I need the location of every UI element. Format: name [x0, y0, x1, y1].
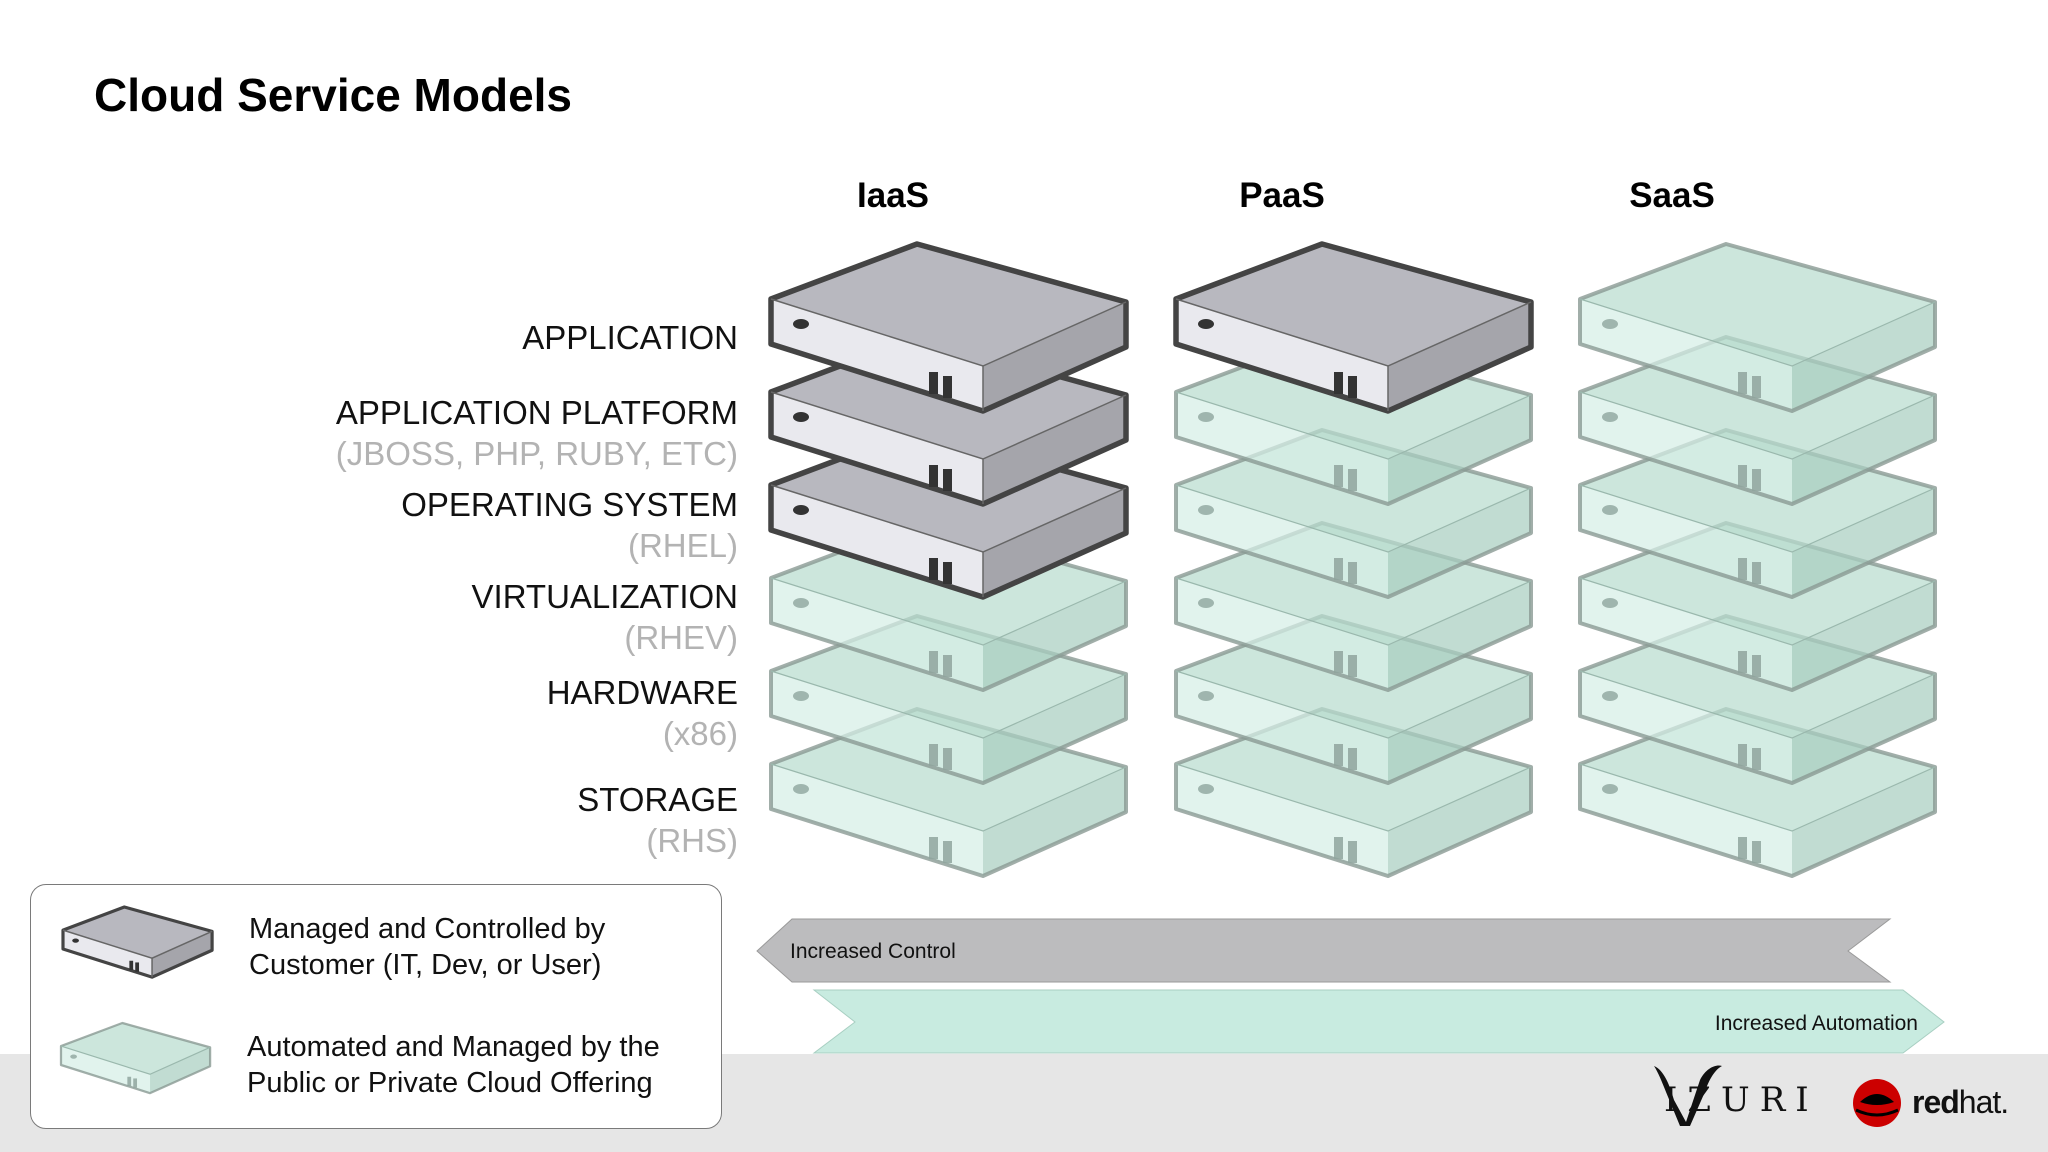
- server-iaas-application: [768, 241, 1129, 414]
- layer-sub-hardware: (x86): [662, 715, 738, 752]
- legend-automated-server: [59, 1021, 212, 1095]
- legend-box: Managed and Controlled by Customer (IT, …: [30, 884, 722, 1129]
- server-saas-application: [1578, 242, 1937, 413]
- legend-managed-text: Managed and Controlled by Customer (IT, …: [249, 913, 606, 981]
- layer-label-operating-system: OPERATING SYSTEM: [401, 486, 738, 523]
- column-header-paas: PaaS: [1239, 176, 1325, 215]
- legend-automated-text: Automated and Managed by the Public or P…: [247, 1031, 660, 1099]
- layer-sub-operating-system: (RHEL): [627, 527, 738, 564]
- layer-label-application-platform: APPLICATION PLATFORM: [335, 394, 738, 431]
- redhat-logo-mark: [1853, 1079, 1901, 1127]
- page-title: Cloud Service Models: [94, 69, 573, 121]
- column-header-iaas: IaaS: [857, 176, 929, 215]
- redhat-logo-bold: red: [1912, 1084, 1960, 1120]
- layer-sub-storage: (RHS): [646, 822, 738, 859]
- layer-label-hardware: HARDWARE: [546, 674, 738, 711]
- legend-icons: [59, 905, 214, 1095]
- automated-server-icon: [59, 1021, 212, 1095]
- server-paas-application: [1173, 241, 1534, 414]
- layer-label-storage: STORAGE: [577, 781, 738, 818]
- layer-sub-virtualization: (RHEV): [624, 619, 738, 656]
- layer-sub-application-platform: (JBOSS, PHP, RUBY, ETC): [335, 435, 738, 472]
- redhat-logo-text: redhat.: [1912, 1084, 2009, 1121]
- layer-label-virtualization: VIRTUALIZATION: [471, 578, 738, 615]
- column-header-saas: SaaS: [1629, 176, 1715, 215]
- layer-label-application: APPLICATION: [522, 319, 738, 356]
- vizuri-logo-text: IZURI: [1664, 1080, 1819, 1120]
- legend-managed-server: [61, 905, 214, 979]
- redhat-logo-rest: hat.: [1958, 1084, 2009, 1120]
- vizuri-logo-mark: [1654, 1065, 1722, 1126]
- managed-server-icon: [61, 905, 214, 979]
